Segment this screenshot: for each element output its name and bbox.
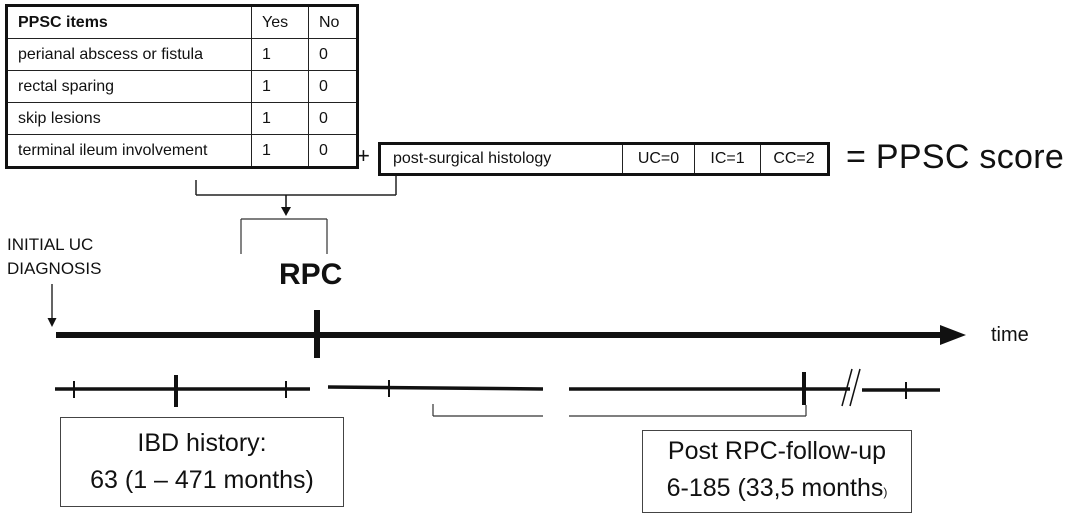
rpc-bracket <box>240 218 328 254</box>
table-row: skip lesions 1 0 <box>6 102 358 135</box>
row-yes: 1 <box>251 102 309 135</box>
follow-up-bar-segment <box>327 380 544 397</box>
row-no: 0 <box>308 134 358 168</box>
ibd-history-bar <box>55 375 310 407</box>
follow-up-bar-segment <box>569 372 940 405</box>
merge-bracket <box>195 176 397 196</box>
table-header-row: PPSC items Yes No <box>6 5 358 39</box>
table-row: rectal sparing 1 0 <box>6 70 358 103</box>
header-no: No <box>308 5 358 39</box>
merge-arrow <box>281 195 291 216</box>
histology-option-cc: CC=2 <box>773 150 815 167</box>
histology-label: post-surgical histology <box>381 145 623 173</box>
row-no: 0 <box>308 102 358 135</box>
follow-up-box: Post RPC-follow-up 6-185 (33,5 months) <box>642 430 912 513</box>
diagnosis-arrow <box>47 284 57 327</box>
histology-option-ic: IC=1 <box>695 145 761 173</box>
row-item: terminal ileum involvement <box>6 134 252 168</box>
row-yes: 1 <box>251 70 309 103</box>
initial-diagnosis-line1: INITIAL UC <box>7 235 94 254</box>
follow-up-bracket <box>432 404 807 417</box>
ppsc-items-table: PPSC items Yes No perianal abscess or fi… <box>5 4 359 169</box>
follow-up-value-suffix: ) <box>883 484 888 499</box>
ibd-history-box: IBD history: 63 (1 – 471 months) <box>60 417 344 507</box>
row-no: 0 <box>308 38 358 71</box>
initial-diagnosis-label: INITIAL UC DIAGNOSIS <box>7 233 101 281</box>
row-yes: 1 <box>251 134 309 168</box>
follow-up-title: Post RPC-follow-up <box>667 436 887 465</box>
follow-up-value-line: 6-185 (33,5 months) <box>643 470 911 511</box>
histology-option-uc: UC=0 <box>623 145 695 173</box>
row-item: rectal sparing <box>6 70 252 103</box>
ibd-history-title: IBD history: <box>137 429 267 457</box>
time-axis-label: time <box>991 324 1029 346</box>
axis-break-icon <box>841 368 861 407</box>
ppsc-score-label: = PPSC score <box>846 138 1065 176</box>
follow-up-value: 6-185 (33,5 months <box>666 473 884 502</box>
plus-operator: + <box>357 143 370 168</box>
row-no: 0 <box>308 70 358 103</box>
histology-box: post-surgical histology UC=0 IC=1 CC=2 <box>378 142 830 176</box>
header-yes: Yes <box>251 5 309 39</box>
table-row: perianal abscess or fistula 1 0 <box>6 38 358 71</box>
initial-diagnosis-line2: DIAGNOSIS <box>7 259 102 278</box>
table-row: terminal ileum involvement 1 0 <box>6 134 358 168</box>
rpc-label: RPC <box>279 258 343 291</box>
ibd-history-value: 63 (1 – 471 months) <box>90 466 314 494</box>
time-axis <box>56 325 966 345</box>
